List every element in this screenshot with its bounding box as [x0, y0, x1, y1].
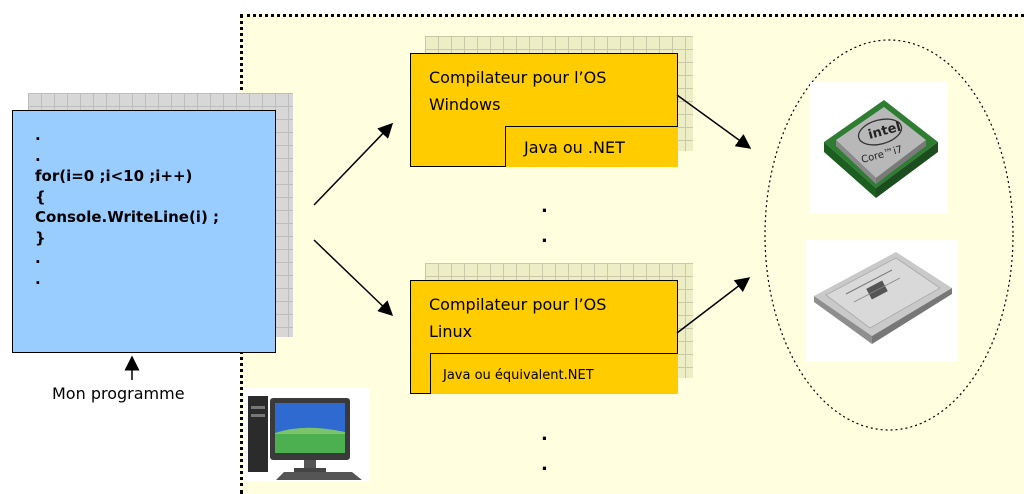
- arrow-windows-to-processors: [676, 94, 752, 149]
- processors-ellipse: [764, 39, 1014, 431]
- amd-processor-image: [806, 240, 958, 362]
- compiler-windows-title-line2: Windows: [429, 95, 501, 114]
- arrow-linux-to-processors: [676, 277, 751, 334]
- code-line: .: [35, 146, 41, 165]
- program-code-box: . . for(i=0 ;i<10 ;i++) { Console.WriteL…: [12, 110, 276, 353]
- connectors-layer: [124, 39, 1014, 431]
- compiler-windows-title-line1: Compilateur pour l’OS: [429, 68, 607, 87]
- code-line: for(i=0 ;i<10 ;i++): [35, 167, 193, 185]
- runtime-linux-label: Java ou équivalent.NET: [443, 368, 594, 383]
- desktop-computer-icon: [248, 396, 362, 480]
- runtime-windows-box: Java ou .NET: [505, 126, 678, 167]
- cpu-chip-icon: [814, 252, 952, 344]
- code-line: }: [35, 228, 46, 247]
- program-caption: Mon programme: [52, 384, 185, 403]
- intel-processor-image: intel Core™i7: [810, 82, 948, 214]
- ellipsis-dot: .: [541, 226, 548, 247]
- code-line: Console.WriteLine(i) ;: [35, 208, 220, 226]
- runtime-linux-box: Java ou équivalent.NET: [430, 353, 678, 394]
- compiler-linux-box: Compilateur pour l’OS Linux Java ou équi…: [410, 280, 678, 394]
- ellipsis-dot: .: [541, 424, 548, 445]
- code-line: {: [35, 187, 46, 206]
- compiler-windows-box: Compilateur pour l’OS Windows Java ou .N…: [410, 53, 678, 167]
- desktop-computer-image: [244, 388, 370, 482]
- ellipsis-dot: .: [541, 196, 548, 217]
- code-line: .: [35, 249, 41, 267]
- compiler-linux-title-line1: Compilateur pour l’OS: [429, 295, 607, 314]
- arrow-to-linux-compiler: [313, 239, 394, 317]
- arrow-to-windows-compiler: [313, 122, 394, 206]
- runtime-windows-label: Java ou .NET: [524, 138, 625, 157]
- ellipsis-dot: .: [541, 454, 548, 475]
- code-line: .: [35, 126, 41, 144]
- cpu-chip-icon: intel Core™i7: [824, 100, 938, 198]
- code-line: .: [35, 269, 41, 288]
- compiler-linux-title-line2: Linux: [429, 322, 473, 341]
